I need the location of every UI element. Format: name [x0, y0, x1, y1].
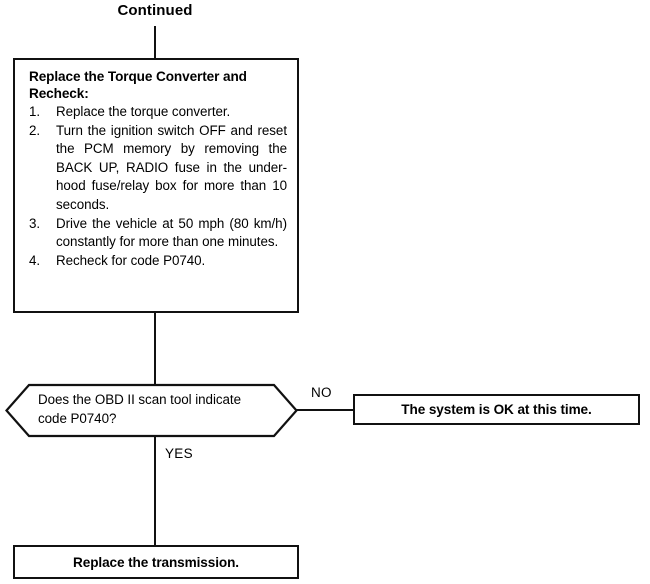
connector-continued-to-action	[154, 26, 156, 58]
decision-question: Does the OBD II scan tool indicate code …	[38, 392, 241, 426]
step-number: 4.	[29, 252, 41, 268]
action-box: Replace the Torque Converter and Recheck…	[13, 58, 299, 313]
action-step: 1. Replace the torque converter.	[29, 103, 287, 122]
step-text: Replace the torque converter.	[56, 104, 231, 119]
step-number: 1.	[29, 104, 41, 119]
action-step-list: 1. Replace the torque converter. 2. Turn…	[29, 103, 287, 270]
step-text: Drive the vehicle at 50 mph (80 km/h) co…	[56, 215, 287, 250]
action-step: 3. Drive the vehicle at 50 mph (80 km/h)…	[29, 215, 287, 252]
step-number: 2.	[29, 122, 41, 138]
connector-action-to-decision	[154, 313, 156, 384]
branch-label-no: NO	[311, 385, 332, 400]
action-step: 2. Turn the ignition switch OFF and rese…	[29, 122, 287, 215]
outcome-box-replace-transmission: Replace the transmission.	[13, 545, 299, 579]
outcome-text-replace-transmission: Replace the transmission.	[73, 554, 239, 570]
connector-decision-to-replace	[154, 437, 156, 546]
continued-label: Continued	[117, 2, 193, 19]
outcome-text-system-ok: The system is OK at this time.	[401, 402, 592, 417]
step-text: Turn the ignition switch OFF and reset t…	[56, 122, 287, 212]
outcome-box-system-ok: The system is OK at this time.	[353, 394, 640, 425]
connector-decision-to-ok	[296, 409, 354, 411]
action-box-heading: Replace the Torque Converter and Recheck…	[29, 69, 247, 101]
step-number: 3.	[29, 215, 41, 231]
action-step: 4. Recheck for code P0740.	[29, 252, 287, 271]
step-text: Recheck for code P0740.	[56, 252, 206, 268]
branch-label-yes: YES	[165, 446, 193, 461]
decision-node: Does the OBD II scan tool indicate code …	[5, 383, 298, 438]
